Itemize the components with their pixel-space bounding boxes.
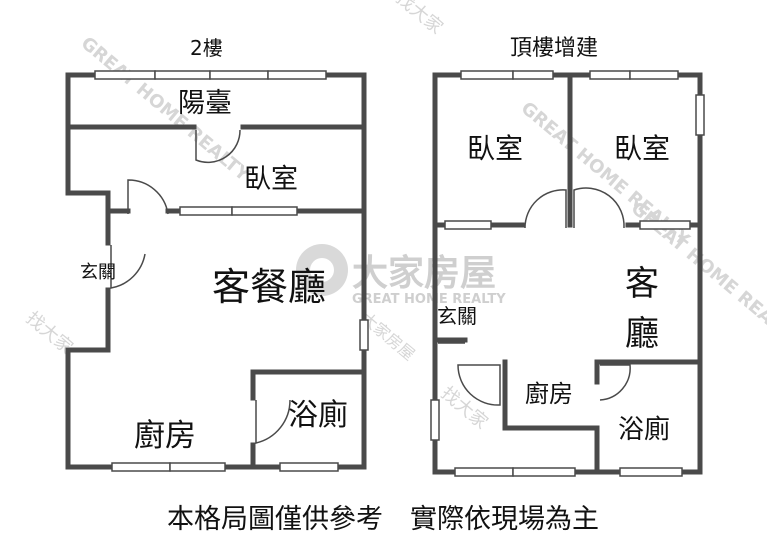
rooftop-bathroom-label: 浴廁 bbox=[618, 415, 670, 445]
brand-name: 大家房屋 bbox=[352, 253, 496, 294]
footer-disclaimer: 本格局圖僅供參考 實際依現場為主 bbox=[167, 504, 599, 535]
rooftop-living-label: 客 bbox=[625, 264, 659, 304]
rooftop-entrance-label: 玄關 bbox=[437, 304, 477, 328]
rooftop-windows bbox=[430, 70, 705, 477]
floor2-bathroom-label: 浴廁 bbox=[288, 398, 348, 433]
brand-english: GREAT HOME REALTY bbox=[352, 292, 506, 307]
floor2-entrance-label: 玄關 bbox=[80, 262, 116, 283]
rooftop-title: 頂樓增建 bbox=[510, 36, 598, 61]
rooftop-bedroom-left-label: 臥室 bbox=[467, 132, 523, 165]
floor2-windows bbox=[94, 70, 369, 472]
rooftop-bedroom-right-label: 臥室 bbox=[614, 132, 670, 165]
rooftop-living-label: 廳 bbox=[625, 314, 659, 354]
rooftop-doors bbox=[438, 187, 631, 406]
floor2-balcony-label: 陽臺 bbox=[178, 88, 232, 119]
floor2-kitchen-label: 廚房 bbox=[134, 418, 196, 454]
floor2-living-label: 客餐廳 bbox=[212, 265, 326, 309]
rooftop-kitchen-label: 廚房 bbox=[525, 380, 573, 408]
watermark-text: 找大家 bbox=[392, 0, 447, 39]
logo-circle-inner-icon bbox=[310, 258, 334, 282]
watermark-text: 找大家 bbox=[437, 383, 492, 434]
floor2-doors bbox=[110, 129, 291, 444]
floor2-bedroom-label: 臥室 bbox=[244, 164, 298, 195]
watermark-layer: GREAT HOME REALTY GREAT HOME REALTY GREA… bbox=[22, 0, 767, 434]
brand-logo: 大家房屋 GREAT HOME REALTY bbox=[296, 244, 506, 307]
floor2-title: 2樓 bbox=[190, 36, 223, 60]
